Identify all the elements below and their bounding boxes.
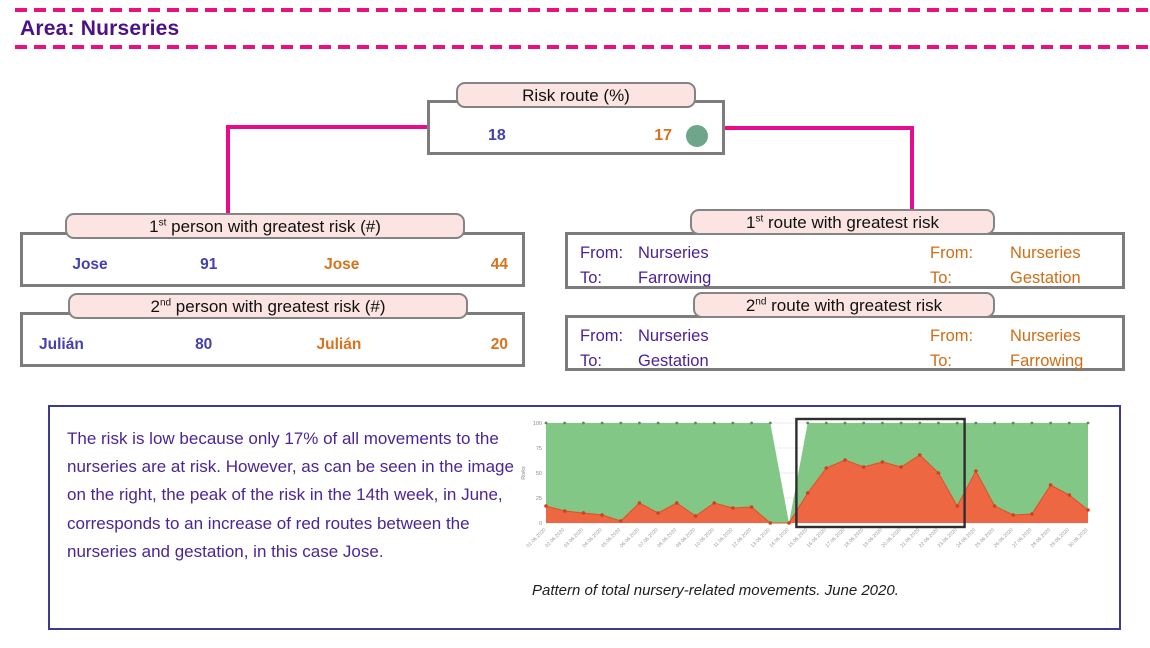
svg-text:30.06.2020: 30.06.2020 (1067, 527, 1089, 549)
to-value: Farrowing (1010, 352, 1084, 370)
risk-route-title: Risk route (%) (522, 86, 630, 105)
person-count-orange: 20 (490, 336, 508, 353)
second-route-title-tab: 2nd route with greatest risk (693, 292, 995, 318)
person-name-orange: Julián (316, 336, 362, 353)
first-route-box: From: Nurseries To: Farrowing From: Nurseri… (565, 232, 1125, 289)
low-risk-status-dot (686, 124, 708, 147)
second-person-title-tab: 2nd person with greatest risk (#) (68, 293, 468, 319)
title-ordinal: st (158, 217, 167, 229)
first-person-title-tab: 1st person with greatest risk (#) (65, 213, 465, 239)
route-from-to-blue: From: Nurseries To: Farrowing (580, 241, 711, 291)
risk-route-box: 18 17 (427, 100, 725, 155)
person-name-orange: Jose (324, 256, 360, 273)
to-label: To: (580, 269, 603, 287)
risk-orange-value: 17 (654, 126, 672, 144)
second-person-box: Julián 80 Julián 20 (20, 312, 525, 367)
summary-panel: The risk is low because only 17% of all … (48, 405, 1121, 630)
risk-route-title-tab: Risk route (%) (456, 82, 696, 108)
title-text: person with greatest risk (#) (166, 217, 381, 236)
second-route-box: From: Nurseries To: Gestation From: Nurseri… (565, 315, 1125, 371)
person-count-blue: 80 (195, 336, 213, 353)
second-person-values: Julián 80 Julián 20 (25, 336, 508, 354)
page-title: Area: Nurseries (20, 17, 180, 40)
svg-text:0: 0 (539, 521, 542, 527)
title-ordinal: nd (755, 296, 767, 308)
from-label: From: (930, 327, 974, 345)
from-value: Nurseries (1010, 244, 1081, 262)
to-value: Farrowing (638, 269, 712, 287)
svg-text:75: 75 (536, 446, 542, 452)
from-label: From: (580, 244, 624, 262)
title-number: 1 (746, 213, 756, 232)
route-from-to-blue: From: Nurseries To: Gestation (580, 324, 709, 374)
first-route-title-tab: 1st route with greatest risk (690, 209, 995, 235)
title-number: 1 (149, 217, 159, 236)
svg-text:Risks: Risks (521, 466, 527, 480)
header-dashed-line-top (15, 8, 1148, 12)
title-ordinal: st (755, 213, 764, 225)
connector-right-vertical (910, 126, 914, 212)
from-value: Nurseries (1010, 327, 1081, 345)
first-person-values: Jose 91 Jose 44 (33, 256, 508, 274)
to-label: To: (930, 269, 953, 287)
connector-left-vertical (226, 125, 230, 216)
from-value: Nurseries (638, 327, 709, 345)
svg-text:100: 100 (533, 421, 542, 427)
person-count-orange: 44 (490, 256, 508, 273)
header-dashed-line-bottom (15, 45, 1148, 49)
title-number: 2 (150, 297, 160, 316)
title-number: 2 (745, 296, 756, 315)
risk-blue-value: 18 (488, 126, 506, 144)
person-count-blue: 91 (200, 256, 218, 273)
to-value: Gestation (638, 352, 709, 370)
title-text: route with greatest risk (766, 296, 943, 315)
figure-caption: Pattern of total nursery-related movemen… (532, 582, 899, 599)
person-name-blue: Julián (39, 336, 84, 353)
svg-text:50: 50 (536, 471, 542, 477)
to-label: To: (930, 352, 953, 370)
from-label: From: (930, 244, 974, 262)
movements-area-chart: 025507510001.06.202002.06.202003.06.2020… (521, 417, 1090, 549)
from-label: From: (580, 327, 624, 345)
connector-left-horizontal (226, 125, 429, 129)
title-text: route with greatest risk (763, 213, 939, 232)
route-from-to-orange: From: Nurseries To: Gestation (930, 241, 1081, 291)
title-text: person with greatest risk (#) (171, 297, 386, 316)
first-person-box: Jose 91 Jose 44 (20, 232, 525, 287)
person-name-blue: Jose (72, 256, 108, 273)
route-from-to-orange: From: Nurseries To: Farrowing (930, 324, 1083, 374)
to-label: To: (580, 352, 603, 370)
summary-text: The risk is low because only 17% of all … (67, 429, 514, 561)
from-value: Nurseries (638, 244, 709, 262)
risk-route-values: 18 17 (430, 119, 722, 152)
title-ordinal: nd (159, 297, 172, 309)
to-value: Gestation (1010, 269, 1081, 287)
connector-right-horizontal (722, 126, 914, 130)
svg-text:25: 25 (536, 496, 542, 502)
